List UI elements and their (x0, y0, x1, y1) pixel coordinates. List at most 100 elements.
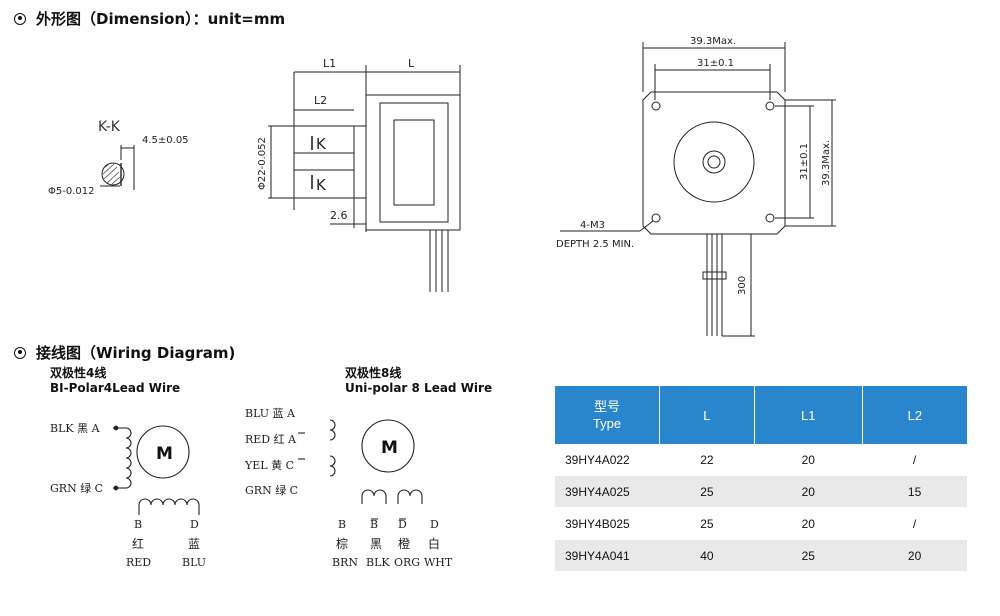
wire-d-en: WHT (424, 556, 453, 569)
wire-bbar-en: BLK (366, 556, 390, 569)
header-l2: L2 (862, 386, 967, 444)
l1-label: L1 (323, 57, 336, 70)
table-row: 39HY4B025 25 20 / (555, 507, 967, 540)
l-label: L (408, 57, 415, 70)
lead-wires-front (706, 234, 723, 336)
wire-b-letter: B (134, 518, 142, 531)
cell-l2: 20 (862, 539, 967, 572)
wire-d-cn: 白 (428, 536, 440, 551)
l2-label: L2 (314, 94, 327, 107)
dimension-title: 外形图（Dimension）：unit=mm (36, 10, 286, 28)
spec-table: 型号 Type L L1 L2 39HY4A022 22 20 / 39HY4A… (555, 386, 967, 572)
cell-type: 39HY4A025 (555, 475, 660, 508)
target-bullet-icon (14, 12, 26, 25)
wire-bbar-cn: 黑 (370, 537, 382, 551)
wire-b-cn: 红 (132, 536, 144, 551)
header-type-en: Type (592, 416, 622, 431)
mounting-hole-icon (765, 213, 775, 223)
coil-c-icon (329, 455, 336, 477)
lead-wires-side (429, 230, 449, 292)
wiring-title: 接线图（Wiring Diagram) (36, 344, 236, 362)
motor-front-face (642, 91, 786, 235)
motor-symbol (361, 419, 415, 473)
wire-b-letter: B (338, 518, 346, 531)
shaft-section-hatch (102, 162, 121, 185)
cell-l1: 25 (754, 539, 863, 572)
coil-ac-icon (125, 427, 132, 489)
wire-b-en: BRN (332, 556, 358, 569)
wire-d-cn: 蓝 (188, 537, 200, 551)
wire-d-letter: D (190, 518, 199, 531)
wire-bbar-letter: B (370, 518, 378, 531)
mounting-hole-icon (765, 101, 775, 111)
cell-l: 25 (659, 475, 755, 508)
wire-yel-label: YEL 黄 C (244, 458, 294, 472)
table-row: 39HY4A041 40 25 20 (555, 539, 967, 572)
header-l: L (659, 386, 755, 444)
wire-grn-label: GRN 绿 C (50, 481, 103, 495)
cell-l1: 20 (754, 507, 863, 540)
section-mark-bottom: K (316, 176, 327, 194)
cell-l1: 20 (754, 444, 863, 476)
table-header-row: 型号 Type L L1 L2 (555, 386, 967, 444)
motor-shaft (293, 152, 355, 171)
wire-d-letter: D (430, 518, 439, 531)
coil-d-icon (397, 489, 423, 504)
target-bullet-icon (14, 346, 26, 359)
table-row: 39HY4A022 22 20 / (555, 444, 967, 476)
wire-blk-label: BLK 黑 A (50, 422, 101, 435)
shaft-section-circle (101, 162, 125, 186)
section-mark-top: K (316, 135, 327, 153)
unipolar-title: 双极性8线 Uni-polar 8 Lead Wire (345, 366, 492, 396)
front-boss-circle (673, 121, 755, 203)
table-row: 39HY4A025 25 20 15 (555, 475, 967, 508)
wiring-section-header: 接线图（Wiring Diagram) (14, 342, 235, 363)
cell-l2: 15 (862, 475, 967, 508)
header-type-cn: 型号 (593, 399, 620, 414)
cell-type: 39HY4B025 (555, 507, 660, 540)
front-shaft-circle (707, 155, 721, 169)
hole-pitch-label: 31±0.1 (697, 58, 734, 69)
thread-label: 4-M3 (580, 220, 605, 231)
height-max-label: 39.3Max. (821, 140, 832, 186)
dimension-section-header: 外形图（Dimension）：unit=mm (14, 8, 285, 29)
hole-pitch-v-label: 31±0.1 (799, 143, 810, 180)
wire-dbar-en: ORG (394, 556, 420, 569)
coil-a-icon (329, 419, 336, 441)
unipolar-title-cn: 双极性8线 (345, 366, 402, 380)
motor-symbol (136, 425, 190, 479)
cell-l2: / (862, 507, 967, 540)
motor-label: M (381, 438, 398, 458)
mounting-hole-icon (651, 101, 661, 111)
coil-b-icon (361, 489, 387, 504)
wire-b-cn: 棕 (336, 536, 348, 551)
kk-label: K-K (98, 119, 121, 135)
width-max-label: 39.3Max. (690, 36, 736, 47)
cell-l1: 20 (754, 475, 863, 508)
bipolar-title-cn: 双极性4线 (50, 366, 107, 380)
cell-l: 25 (659, 507, 755, 540)
cell-l2: / (862, 444, 967, 476)
header-type: 型号 Type (555, 386, 660, 444)
wire-dbar-letter: D (398, 518, 407, 531)
flat-dim-label: 4.5±0.05 (142, 135, 189, 146)
wire-blu-label: BLU 蓝 A (245, 407, 296, 420)
header-l1: L1 (754, 386, 863, 444)
wire-d-en: BLU (182, 556, 206, 569)
boss-len-label: 2.6 (330, 209, 348, 222)
wire-red-label: RED 红 A (245, 433, 297, 446)
wire-dbar-cn: 橙 (398, 536, 410, 551)
wire-b-en: RED (126, 556, 151, 569)
shaft-dia-label: Φ5-0.012 (48, 186, 94, 197)
motor-label: M (156, 444, 173, 464)
cell-l: 40 (659, 539, 755, 572)
mounting-hole-icon (651, 213, 661, 223)
cell-type: 39HY4A041 (555, 539, 660, 572)
lead-len-label: 300 (737, 276, 748, 295)
coil-bd-icon (138, 498, 200, 506)
bipolar-title: 双极性4线 BI-Polar4Lead Wire (50, 366, 180, 396)
cell-l: 22 (659, 444, 755, 476)
boss-dia-label: Φ22-0.052 (257, 137, 268, 190)
